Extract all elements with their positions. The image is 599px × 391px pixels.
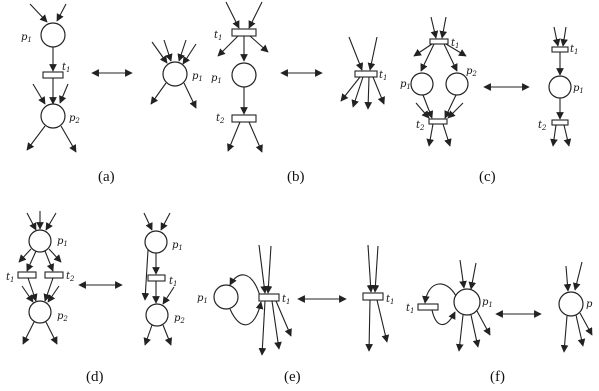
panel-a-reduced: p1 <box>150 39 203 109</box>
label-p2: p2 <box>69 113 80 125</box>
transition-t1-merged <box>362 292 384 301</box>
panel-d: p1 t1 t2 p2 <box>6 211 75 345</box>
transition-t1-merged <box>551 46 569 53</box>
transition-t1 <box>417 303 439 311</box>
label-t1-merged: t1 <box>169 276 178 288</box>
label-t2: t2 <box>66 271 75 283</box>
label-p1: p1 <box>197 293 208 305</box>
place-p2 <box>40 103 66 129</box>
caption-b: (b) <box>287 169 305 185</box>
label-t1-merged: t1 <box>386 294 395 306</box>
caption-c: (c) <box>479 169 496 185</box>
place-p1 <box>213 284 239 310</box>
place-p1-merged <box>548 75 572 99</box>
transition-t1 <box>42 71 64 79</box>
panel-b: t1 p1 t2 <box>211 1 269 153</box>
label-t2: t2 <box>416 120 425 132</box>
panel-f-reduced: p <box>558 261 593 353</box>
caption-f: (f) <box>490 369 505 385</box>
label-p1-merged: p1 <box>573 83 584 95</box>
transition-t1 <box>231 28 257 37</box>
place-p1 <box>28 229 52 253</box>
transition-t1 <box>17 271 37 279</box>
label-t1-merged: t1 <box>570 44 579 56</box>
panel-a: p1 t1 p2 <box>21 3 80 153</box>
label-t1: t1 <box>214 30 223 42</box>
caption-d: (d) <box>86 369 104 385</box>
panel-d-reduced: p1 t1 p2 <box>141 212 185 346</box>
place-p1 <box>40 22 66 48</box>
caption-e: (e) <box>284 369 301 385</box>
transition-t2 <box>231 114 257 123</box>
label-p2-merged: p2 <box>174 313 185 325</box>
place-p1-merged <box>162 61 188 87</box>
label-t1-merged: t1 <box>379 70 388 82</box>
caption-a: (a) <box>98 169 115 185</box>
label-t2: t2 <box>216 113 225 125</box>
label-t1: t1 <box>62 62 71 74</box>
transition-t2-merged <box>551 119 569 126</box>
transition-t1-merged <box>354 70 378 78</box>
label-t1: t1 <box>6 272 15 284</box>
label-t2-merged: t2 <box>538 120 547 132</box>
place-p2 <box>28 300 52 324</box>
place-p1-merged <box>558 291 584 317</box>
label-t1: t1 <box>451 38 460 50</box>
transition-t2 <box>428 118 448 125</box>
label-p2: p2 <box>466 66 477 78</box>
label-p1: p1 <box>21 32 32 44</box>
label-p1: p1 <box>482 297 493 309</box>
transition-t1 <box>429 38 449 45</box>
transition-t1-merged <box>147 274 166 282</box>
label-p1: p1 <box>57 236 68 248</box>
place-p2 <box>445 72 469 96</box>
label-p1-merged: p1 <box>192 71 203 83</box>
panel-e-reduced: t1 <box>362 244 395 352</box>
transition-t2 <box>44 271 64 279</box>
label-p1: p1 <box>211 73 222 85</box>
panel-c: t1 p1 p2 t2 <box>400 16 477 147</box>
place-p1 <box>410 72 434 96</box>
place-p1 <box>453 288 481 316</box>
label-p1: p1 <box>400 79 411 91</box>
place-p2-merged <box>145 303 169 327</box>
panel-b-reduced: t1 <box>340 36 388 110</box>
label-p1-merged: p1 <box>172 240 183 252</box>
label-t1: t1 <box>406 303 415 315</box>
panel-e: p1 t1 <box>197 244 292 356</box>
place-p1-merged <box>144 230 168 254</box>
label-p2: p2 <box>57 311 68 323</box>
label-t1: t1 <box>282 294 291 306</box>
place-p1 <box>231 62 257 88</box>
panel-c-reduced: t1 p1 t2 <box>538 26 584 147</box>
panel-f: t1 p1 <box>406 259 493 352</box>
label-p-merged: p <box>586 299 593 310</box>
transition-t1 <box>258 293 280 302</box>
